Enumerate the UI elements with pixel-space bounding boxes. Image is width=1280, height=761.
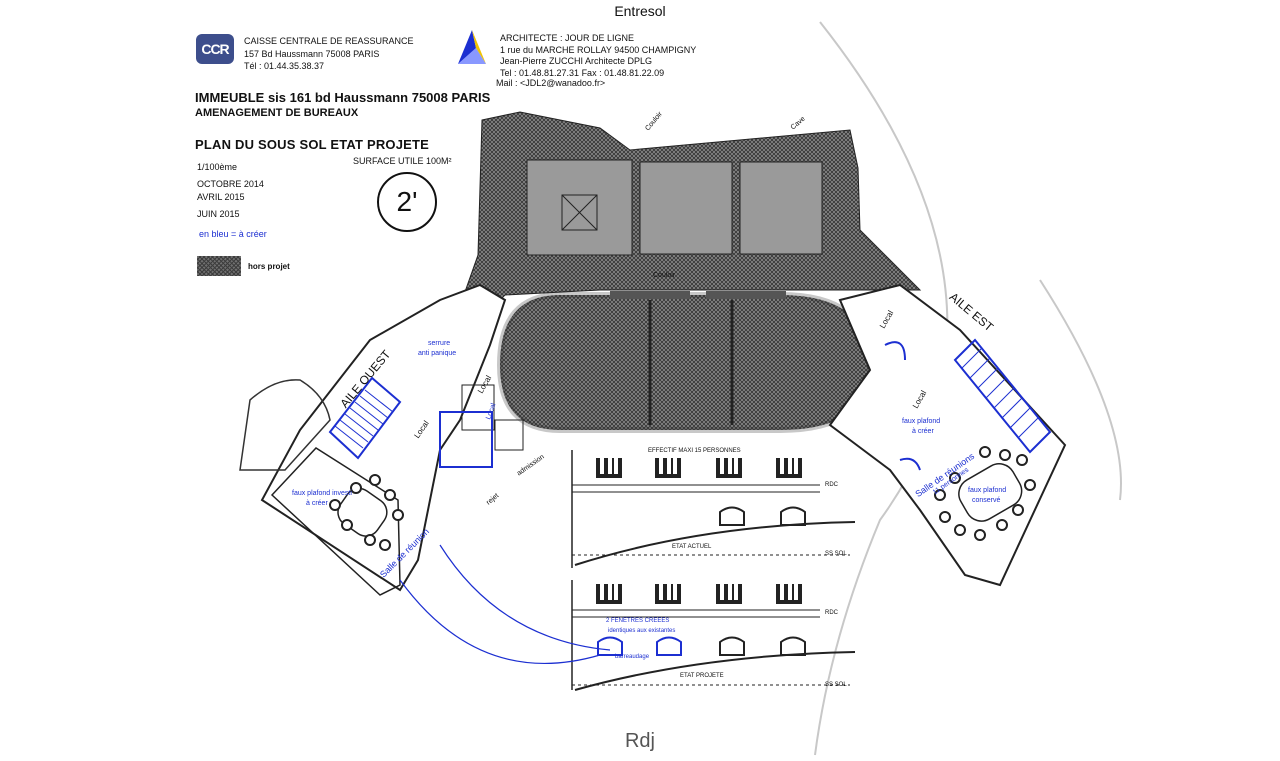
- label-anti-panique: anti panique: [418, 350, 457, 357]
- scale-label: 1/100ème: [197, 162, 238, 172]
- label-rdc-actuel: RDC: [825, 482, 838, 488]
- client-name: CAISSE CENTRALE DE REASSURANCE: [244, 36, 414, 46]
- label-etat-projete: ETAT PROJETE: [680, 673, 724, 679]
- label-ss-sol-actuel: SS SOL: [825, 551, 847, 557]
- ccr-logo: CCR: [196, 34, 234, 64]
- floor-above-label[interactable]: Entresol: [614, 3, 666, 19]
- label-faux-plafond-est-1: faux plafond: [902, 418, 941, 425]
- label-identiques: identiques aux existantes: [608, 628, 676, 634]
- label-barreaudage: barreaudage: [615, 654, 650, 660]
- label-faux-plafond-conserve-2: conservé: [972, 497, 1001, 504]
- label-ss-sol-projete: SS SOL: [825, 682, 847, 688]
- legend-hatch-label: hors projet: [248, 262, 290, 271]
- architect-logo: [458, 30, 486, 64]
- date-2: AVRIL 2015: [197, 192, 245, 202]
- label-couloir-mid: Couloir: [653, 272, 676, 279]
- plan-title: PLAN DU SOUS SOL ETAT PROJETE: [195, 137, 430, 152]
- architect-line4: Tel : 01.48.81.27.31 Fax : 01.48.81.22.0…: [500, 68, 665, 78]
- label-faux-plafond-conserve-1: faux plafond: [968, 487, 1007, 494]
- client-address: 157 Bd Haussmann 75008 PARIS: [244, 49, 380, 59]
- sheet-number-badge: 2': [377, 172, 437, 232]
- architect-line5: Mail : <JDL2@wanadoo.fr>: [496, 78, 606, 88]
- label-faux-plafond-ouest-1: faux plafond investi: [292, 490, 352, 497]
- legend-hatch-swatch: [197, 256, 241, 276]
- label-effectif: EFFECTIF MAXI 15 PERSONNES: [648, 448, 741, 454]
- architect-line2: 1 rue du MARCHE ROLLAY 94500 CHAMPIGNY: [500, 45, 697, 55]
- label-serrure: serrure: [428, 340, 451, 347]
- client-phone: Tél : 01.44.35.38.37: [244, 61, 325, 71]
- surface-label: SURFACE UTILE 100M²: [353, 156, 452, 166]
- architect-line3: Jean-Pierre ZUCCHI Architecte DPLG: [500, 56, 653, 66]
- label-faux-plafond-est-2: à créer: [912, 428, 934, 435]
- label-faux-plafond-ouest-2: à créer: [306, 500, 328, 507]
- date-3: JUIN 2015: [197, 209, 240, 219]
- architect-line1: ARCHITECTE : JOUR DE LIGNE: [500, 33, 635, 43]
- building-title: IMMEUBLE sis 161 bd Haussmann 75008 PARI…: [195, 90, 491, 105]
- legend-blue-note: en bleu = à créer: [199, 229, 267, 239]
- date-1: OCTOBRE 2014: [197, 179, 264, 189]
- label-fenetres-creees: 2 FENETRES CREEES: [606, 618, 670, 624]
- project-subject: AMENAGEMENT DE BUREAUX: [195, 107, 359, 119]
- floor-below-label[interactable]: Rdj: [624, 730, 655, 752]
- label-rdc-projete: RDC: [825, 610, 838, 616]
- label-etat-actuel: ETAT ACTUEL: [672, 544, 712, 550]
